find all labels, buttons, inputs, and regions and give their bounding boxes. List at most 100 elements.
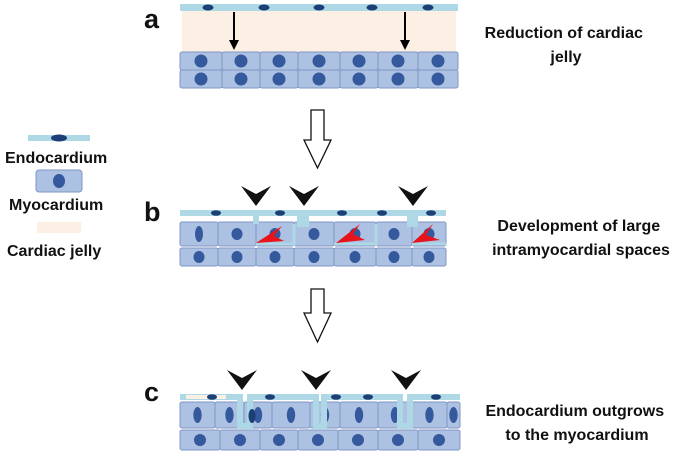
endocardium-nucleus [431,394,441,400]
panel-b: b Development of large intramyocardial s… [144,186,670,267]
myocardium-nucleus [388,228,400,240]
transition-arrow [302,288,333,344]
endocardium-layer [180,210,446,227]
cardiac-jelly-layer [182,10,456,52]
myocardium-nucleus [433,434,445,446]
myocardium-nucleus [308,251,320,263]
myocardium-nucleus [225,407,234,423]
myocardium-nucleus [423,251,435,263]
endocardium-nucleus [366,4,378,11]
myocardium-nucleus [231,251,243,263]
endocardium-nucleus [422,4,434,11]
myocardium-nucleus [354,407,364,423]
endocardium-nucleus [337,210,347,216]
myocardium-nucleus [269,251,281,263]
myocardium-nucleus [431,54,445,68]
endocardium-segment [256,210,446,227]
myocardium-nucleus [273,434,285,446]
legend-label-myocardium: Myocardium [9,197,103,214]
endocardium-nucleus [275,210,285,216]
endocardium-nucleus [248,409,256,423]
myocardium-nucleus [272,54,286,68]
myocardium-nucleus [234,434,246,446]
myocardium-layer [179,51,459,89]
myocardium-nucleus [195,226,203,242]
caption-c-line-1: Endocardium outgrows [485,403,664,420]
cardiac-jelly-remnant [186,395,226,399]
myocardium-nucleus [352,54,366,68]
endocardium-nucleus [363,394,373,400]
panel-a: a Reduction of cardiac jelly [144,4,648,89]
black-arrowhead [289,186,319,206]
legend: Endocardium Myocardium Cardiac jelly [5,134,107,260]
endocardium-nucleus [426,210,436,216]
myocardium-nucleus [286,407,296,423]
black-arrowhead [227,370,257,390]
endocardium-nucleus [265,394,275,400]
endocardium-nucleus [211,210,221,216]
panel-c: c Endocardium outgrows to the myocardium [144,370,668,451]
myocardium-nucleus [253,407,263,423]
legend-label-endocardium: Endocardium [5,150,107,167]
myocardium-nucleus [449,407,458,423]
caption-b-line-1: Development of large [497,218,660,235]
myocardium-nucleus [193,407,202,423]
cardiac-jelly-symbol [37,222,81,233]
myocardium-nucleus [391,72,405,86]
caption-a-line-2: jelly [549,49,581,66]
panel-letter-b: b [144,197,161,227]
endocardium-nucleus [331,394,341,400]
caption-a-line-1: Reduction of cardiac [485,25,643,42]
transition-arrow [302,109,333,170]
black-arrowhead [398,186,428,206]
myocardium-nucleus [425,407,434,423]
endocardium-nucleus [202,4,214,11]
myocardium-nucleus [388,251,400,263]
myocardium-nucleus [272,72,286,86]
endocardium-symbol [28,134,90,142]
black-arrowhead [241,186,271,206]
reduction-arrow [229,12,239,50]
myocardium-layer [179,221,447,267]
endocardium-nucleus [377,210,387,216]
myocardium-nucleus [352,72,366,86]
myocardium-nucleus [194,72,208,86]
myocardium-nucleus [193,251,205,263]
caption-c-line-2: to the myocardium [505,427,648,444]
red-arrowhead [256,226,284,243]
intramyocardial-spaces [256,224,446,246]
black-arrowhead [391,370,421,390]
myocardium-nucleus [392,434,404,446]
caption-b-line-2: intramyocardial spaces [492,242,670,259]
myocardium-nucleus [312,434,324,446]
caption-a: Reduction of cardiac jelly [485,25,648,66]
myocardium-nucleus [234,54,248,68]
myocardium-nucleus [431,72,445,86]
endocardium-layer [180,4,458,11]
red-arrowhead [412,224,440,243]
caption-b: Development of large intramyocardial spa… [492,218,670,259]
myocardium-nucleus [312,54,326,68]
endocardium-segment [180,394,460,429]
red-arrowhead [336,224,365,243]
endocardium-nucleus [313,4,325,11]
myocardium-symbol [35,169,83,193]
reduction-arrow [400,12,410,50]
myocardium-nucleus [194,54,208,68]
myocardium-nucleus [391,54,405,68]
panel-letter-c: c [144,377,159,407]
myocardium-nucleus [308,228,320,240]
legend-label-cardiac-jelly: Cardiac jelly [7,243,101,260]
myocardium-nucleus [231,228,243,240]
myocardium-nucleus [349,251,361,263]
myocardium-nucleus [312,72,326,86]
endocardium-layer [180,394,460,429]
endocardium-nucleus [258,4,270,11]
black-arrowhead [301,370,331,390]
myocardium-nucleus [352,434,364,446]
caption-c: Endocardium outgrows to the myocardium [485,403,668,444]
endocardium-nucleus [207,394,217,400]
myocardium-nucleus [194,434,206,446]
panel-letter-a: a [144,4,160,34]
